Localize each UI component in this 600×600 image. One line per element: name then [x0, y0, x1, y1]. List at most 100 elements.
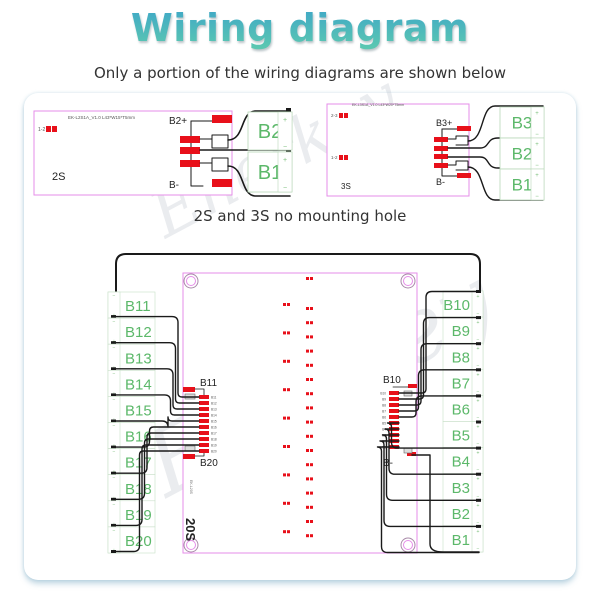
solder-pad	[306, 392, 309, 396]
solder-pad	[310, 434, 313, 438]
solder-pad	[283, 416, 286, 420]
solder-pad	[310, 463, 313, 467]
terminal-label: B3+	[436, 118, 452, 128]
solder-pad	[306, 307, 309, 310]
pin-label: B19	[211, 444, 217, 448]
terminal-label: B2+	[169, 116, 187, 127]
solder-pad	[199, 449, 209, 453]
solder-pad	[199, 419, 209, 423]
plus-sign: +	[283, 157, 287, 164]
plus-sign: +	[535, 111, 539, 117]
solder-pad	[180, 136, 200, 143]
bus-wire	[441, 128, 458, 177]
solder-pad	[310, 363, 313, 367]
board-20s-outline	[182, 272, 418, 554]
board-size-label: 2S	[52, 171, 65, 183]
solder-pad	[199, 395, 209, 399]
battery-label: B14	[125, 376, 152, 393]
mounting-hole	[186, 276, 196, 286]
battery-label: B3	[512, 114, 533, 133]
minus-sign: −	[113, 293, 116, 299]
minus-sign: −	[477, 494, 480, 500]
solder-pad	[183, 387, 195, 392]
solder-pad	[199, 407, 209, 411]
balance-wire	[111, 315, 200, 398]
solder-pad	[306, 406, 309, 410]
minus-sign: −	[477, 337, 480, 343]
solder-pad	[306, 420, 309, 424]
solder-pad	[389, 415, 399, 419]
battery-label: B18	[125, 481, 152, 498]
battery-label: B2	[512, 145, 533, 164]
pin-label: B8	[382, 404, 386, 408]
minus-sign: −	[535, 163, 539, 169]
pin-label: B12	[211, 402, 217, 406]
solder-pad	[306, 477, 309, 481]
solder-pad	[199, 425, 209, 429]
battery-label: B7	[452, 375, 470, 392]
solder-pad	[310, 534, 313, 538]
battery-terminal-cap	[277, 111, 293, 151]
minus-sign: −	[477, 442, 480, 448]
battery-label: B1	[452, 532, 470, 549]
minus-sign: −	[113, 424, 116, 430]
solder-pad	[310, 420, 313, 424]
balance-wire	[111, 394, 200, 416]
balance-wire	[398, 395, 480, 418]
solder-pad	[310, 505, 313, 509]
solder-pad	[199, 431, 209, 435]
battery-label: B15	[125, 402, 152, 419]
pin-label: B16	[211, 426, 217, 430]
page-title: Wiring diagram	[0, 6, 600, 50]
solder-pad	[389, 403, 399, 407]
plus-sign: +	[477, 294, 480, 300]
battery-wire	[227, 110, 291, 141]
balance-wire	[111, 426, 200, 448]
balance-wire	[381, 434, 480, 501]
negative-wire	[411, 454, 480, 553]
terminal-dot	[286, 108, 291, 114]
solder-pad	[287, 501, 290, 505]
solder-pad	[306, 449, 309, 452]
solder-pad	[389, 397, 399, 401]
battery-terminal-cap	[277, 151, 293, 193]
solder-pad	[310, 520, 313, 523]
minus-sign: −	[283, 185, 287, 192]
pin-label: B13	[211, 408, 217, 412]
solder-pad	[407, 452, 416, 456]
plus-sign: +	[535, 173, 539, 179]
balance-wire	[111, 450, 200, 553]
solder-pad	[434, 146, 448, 151]
pin-label: 1-2	[331, 155, 338, 160]
solder-pad	[287, 416, 290, 420]
solder-pad	[339, 155, 343, 160]
minus-sign: −	[283, 144, 287, 151]
battery-label: B1	[258, 162, 282, 184]
battery-label: B2	[258, 121, 282, 143]
solder-pad	[183, 454, 195, 459]
solder-pad	[287, 331, 290, 335]
balance-wire	[111, 368, 200, 410]
balance-wire	[111, 444, 200, 527]
battery-label: B8	[452, 349, 470, 366]
solder-pad	[199, 413, 209, 417]
solder-pad	[283, 331, 286, 335]
battery-label: B13	[125, 350, 152, 367]
pin-label: B7	[382, 410, 386, 414]
minus-sign: −	[113, 319, 116, 325]
jumper-wire	[199, 134, 229, 149]
solder-pad	[306, 378, 309, 381]
board-model-text: EK-L20S	[189, 480, 193, 495]
solder-pad	[310, 349, 313, 353]
pin-label: B14	[211, 414, 217, 418]
battery-wire	[447, 137, 544, 149]
battery-wire	[227, 165, 291, 197]
minus-sign: −	[113, 450, 116, 456]
solder-pad	[52, 126, 57, 132]
jumper-wire	[199, 157, 229, 172]
plus-sign: +	[477, 503, 480, 509]
pin-label: B18	[211, 438, 217, 442]
terminal-dot	[476, 420, 481, 424]
pin-label: B15	[211, 420, 217, 424]
solder-pad	[283, 501, 286, 505]
